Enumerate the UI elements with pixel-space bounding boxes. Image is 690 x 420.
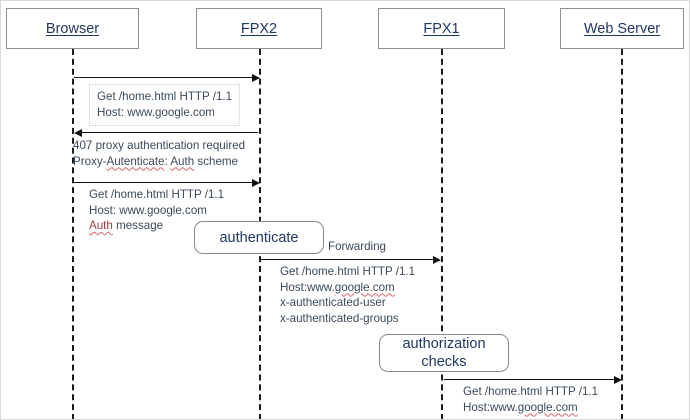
actor-box-fpx2[interactable]: FPX2 (196, 8, 322, 49)
actor-box-web-server[interactable]: Web Server (560, 8, 684, 49)
arrow-head-message-5 (614, 375, 622, 384)
message-5-google-domain: google.com (517, 400, 578, 414)
process-box-authenticate-label: authenticate (219, 229, 299, 246)
arrow-head-message-1 (252, 73, 260, 82)
actor-label-web-server: Web Server (583, 20, 661, 37)
process-box-authorization-line-2: checks (421, 354, 467, 370)
process-box-authorization-checks[interactable]: authorization checks (379, 334, 509, 372)
message-4-line-2: Host:www.google.com (280, 280, 415, 296)
actor-label-fpx1: FPX1 (423, 20, 460, 37)
arrow-head-message-2 (74, 128, 82, 137)
message-3-auth-word: Auth (89, 219, 113, 232)
lifeline-web-server (621, 49, 623, 419)
actor-box-browser[interactable]: Browser (6, 8, 139, 49)
message-1-line-1: Get /home.html HTTP /1.1 (97, 90, 233, 103)
label-forwarding: Forwarding (328, 240, 386, 253)
message-4-host-prefix: Host:www. (280, 280, 335, 294)
arrow-head-message-4 (433, 255, 441, 264)
message-text-5: Get /home.html HTTP /1.1 Host:www.google… (463, 384, 598, 415)
arrow-message-1 (74, 77, 252, 78)
message-5-line-1: Get /home.html HTTP /1.1 (463, 385, 599, 398)
message-text-4: Get /home.html HTTP /1.1 Host:www.google… (280, 264, 415, 326)
message-text-2: 407 proxy authentication required Proxy-… (73, 138, 245, 169)
message-3-line-1: Get /home.html HTTP /1.1 (89, 188, 225, 201)
message-5-line-2: Host:www.google.com (463, 400, 598, 416)
lifeline-browser (72, 49, 74, 419)
message-text-1: Get /home.html HTTP /1.1 Host: www.googl… (89, 84, 241, 126)
message-4-line-3: x-authenticated-user (280, 296, 386, 309)
arrow-message-5 (444, 379, 614, 380)
message-2-line-1: 407 proxy authentication required (73, 139, 246, 152)
message-1-line-2: Host: www.google.com (97, 105, 215, 119)
arrow-message-2 (82, 132, 258, 133)
process-box-authorization-line-1: authorization (402, 336, 486, 352)
message-3-line-3: Auth message (89, 218, 224, 234)
actor-label-fpx2: FPX2 (240, 20, 278, 37)
message-5-host-prefix: Host:www. (463, 400, 518, 414)
message-2-proxy-prefix: Proxy- (73, 154, 107, 168)
message-2-scheme-word: scheme (194, 154, 239, 168)
message-4-line-4: x-authenticated-groups (280, 311, 399, 325)
message-3-line-2: Host: www.google.com (89, 203, 207, 217)
message-2-auth-word: Auth (170, 154, 195, 168)
arrow-head-message-3 (252, 178, 260, 187)
arrow-message-4 (261, 259, 433, 260)
message-2-line-2: Proxy-Autenticate: Auth scheme (73, 154, 245, 170)
actor-box-fpx1[interactable]: FPX1 (378, 8, 505, 49)
lifeline-fpx1 (441, 49, 443, 419)
actor-label-browser: Browser (45, 20, 100, 37)
message-2-colon: : (164, 154, 171, 168)
message-3-message-word: message (112, 219, 164, 232)
message-4-line-1: Get /home.html HTTP /1.1 (280, 265, 416, 278)
message-4-google-domain: google.com (334, 280, 395, 294)
message-2-autenticate-misspelled: Autenticate (106, 154, 165, 168)
message-text-3: Get /home.html HTTP /1.1 Host: www.googl… (89, 187, 224, 234)
process-box-authenticate[interactable]: authenticate (194, 221, 324, 254)
arrow-message-3 (74, 182, 252, 183)
